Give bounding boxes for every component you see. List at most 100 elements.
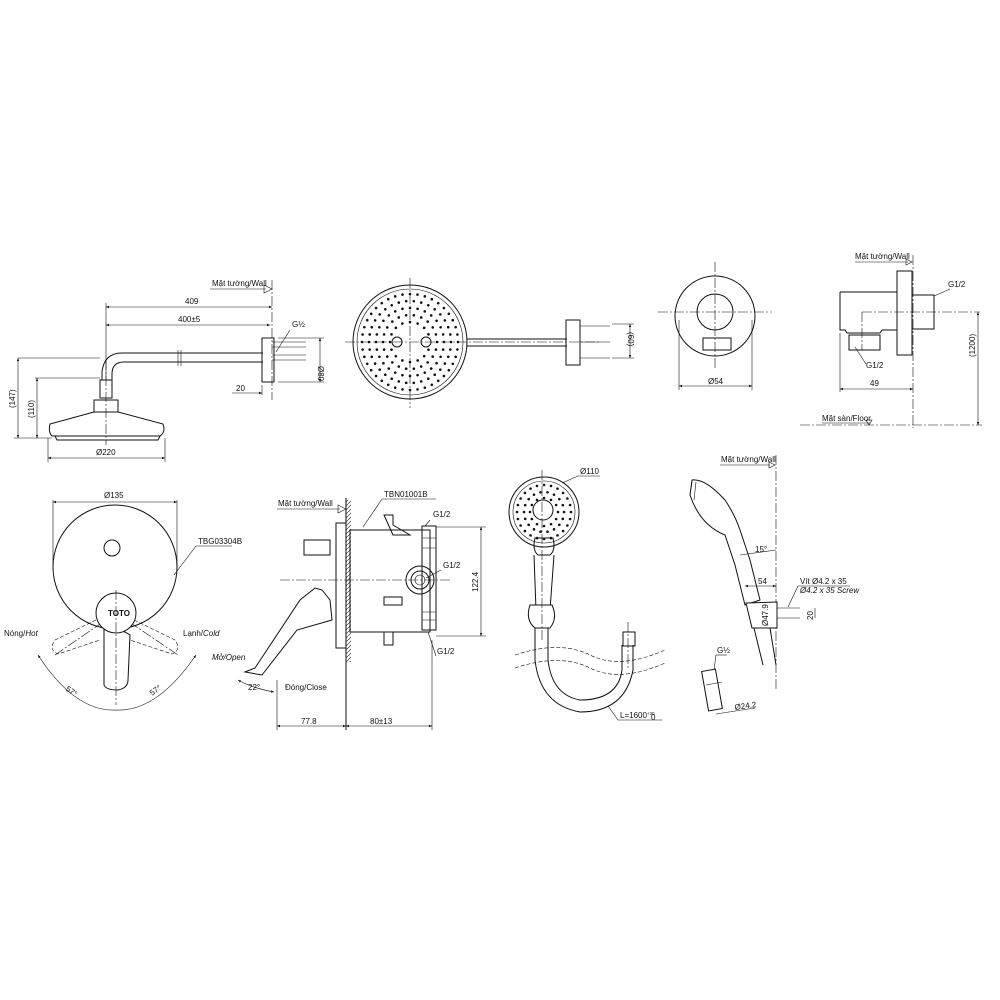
nozzle-dot — [416, 322, 419, 325]
nozzle-dot — [556, 534, 559, 537]
nozzle-dot — [412, 313, 416, 317]
wall-label: Mặt tường/Wall — [212, 279, 267, 288]
nozzle-dot — [443, 362, 447, 365]
dim-409: 409 — [185, 297, 199, 306]
nozzle-dot — [426, 377, 430, 381]
nozzle-dot — [535, 498, 539, 502]
nozzle-dot — [435, 319, 438, 323]
nozzle-dot — [443, 319, 447, 322]
nozzle-dot — [422, 354, 426, 358]
trim-plate — [335, 522, 347, 649]
overhead-shower-side-view: Mặt tường/Wall 409 400±5 G½ Ø80 20 (147)… — [8, 279, 325, 462]
nozzle-dot — [375, 348, 379, 351]
nozzle-dot — [434, 333, 438, 336]
nozzle-dot — [393, 371, 397, 374]
nozzle-dot — [416, 373, 419, 377]
nozzle-dot — [404, 367, 408, 371]
nozzle-dot — [451, 318, 455, 322]
nozzle-dot — [412, 381, 416, 385]
nozzle-dot — [368, 348, 371, 351]
nozzle-dot — [561, 503, 565, 507]
nozzle-dot — [374, 340, 378, 344]
nozzle-dot — [535, 484, 539, 488]
nozzle-dot — [401, 388, 404, 391]
screw-spacing: (60) — [626, 332, 635, 347]
nozzle-dot — [423, 386, 427, 389]
nozzle-dot — [431, 355, 435, 358]
nozzle-dot — [373, 362, 377, 365]
wall-elbow-front-view: Ø54 — [658, 262, 772, 390]
nozzle-dot — [442, 374, 446, 378]
nozzle-dot — [393, 295, 397, 298]
nozzle-dot — [383, 307, 387, 311]
close-label: Đóng/Close — [285, 683, 327, 692]
toto-logo: TOTO — [108, 609, 130, 618]
nozzle-dot — [552, 493, 556, 496]
nozzle-dot — [454, 355, 457, 359]
wall-elbow-side-view: Mặt tường/Wall G1/2 G1/2 49 (1200) Mặt s… — [800, 252, 982, 428]
angle-right: 57° — [148, 683, 163, 697]
nozzle-dot — [454, 325, 457, 329]
nozzle-dot — [382, 319, 385, 323]
head-dia: Ø220 — [96, 448, 116, 457]
nozzle-dot — [529, 534, 532, 537]
flange-dia: Ø80 — [316, 366, 325, 382]
nozzle-dot — [404, 313, 408, 317]
nozzle-dot — [456, 348, 459, 351]
nozzle-dot — [429, 367, 433, 370]
nozzle-dot — [375, 333, 379, 336]
nozzle-dot — [391, 320, 394, 323]
screw-spacing: 20 — [806, 611, 815, 620]
nozzle-dot — [416, 359, 419, 362]
nozzle-dot — [546, 491, 549, 494]
nozzle-dot — [438, 368, 442, 371]
nozzle-dot — [433, 307, 437, 311]
nozzle-dot — [561, 529, 565, 533]
nozzle-dot — [554, 503, 558, 507]
nozzle-dot — [568, 517, 572, 521]
nozzle-dot — [394, 354, 398, 358]
nozzle-dots — [360, 292, 460, 392]
valve-height: 122.4 — [471, 571, 480, 592]
nozzle-dot — [374, 306, 378, 310]
nozzle-dot — [369, 312, 373, 316]
screw-label-en: Ø4.2 x 35 Screw — [799, 586, 860, 595]
nozzle-dot — [568, 503, 572, 507]
hand-shower-side-view: Mặt tường/Wall 15° 54 Vít Ø4.2 x 35 Ø4.2… — [689, 455, 860, 715]
angle-left: 57° — [64, 684, 79, 698]
nozzle-dot — [365, 362, 369, 366]
nozzle-dot — [456, 333, 459, 336]
overhead-shower-front-view: (60) — [345, 278, 635, 408]
cold-label: Lạnh/Cold — [183, 629, 220, 638]
nozzle-dot — [433, 373, 437, 377]
nozzle-dot — [522, 510, 526, 514]
trim-model: TBG03304B — [198, 537, 242, 546]
valve-body — [349, 529, 431, 633]
nozzle-dot — [401, 359, 404, 362]
nozzle-dot — [523, 491, 527, 495]
hose-length: L=1600+30 — [620, 711, 655, 720]
nozzle-dot — [516, 503, 520, 507]
nozzle-dot — [390, 377, 394, 381]
elbow-height: (1200) — [968, 334, 977, 357]
nozzle-dot — [556, 487, 559, 490]
nozzle-dot — [529, 487, 532, 490]
nozzle-dot — [549, 498, 553, 502]
nozzle-dot — [378, 355, 381, 359]
nozzle-dot — [566, 524, 569, 527]
hose-tol-minus: 0 — [651, 713, 656, 722]
nozzle-dot — [561, 517, 565, 521]
nozzle-dot — [394, 326, 398, 330]
nozzle-dot — [419, 365, 423, 368]
nozzle-dot — [446, 325, 450, 329]
elbow-depth: 49 — [870, 379, 879, 388]
nozzle-dot — [378, 368, 382, 371]
nozzle-dot — [535, 522, 539, 526]
nozzle-dot — [397, 301, 401, 304]
nozzle-dot — [363, 355, 366, 359]
nozzle-dot — [441, 333, 445, 336]
nozzle-dot — [378, 325, 381, 329]
dim-400: 400±5 — [178, 315, 201, 324]
nozzle-dot — [530, 503, 534, 507]
nozzle-dot — [401, 293, 404, 296]
